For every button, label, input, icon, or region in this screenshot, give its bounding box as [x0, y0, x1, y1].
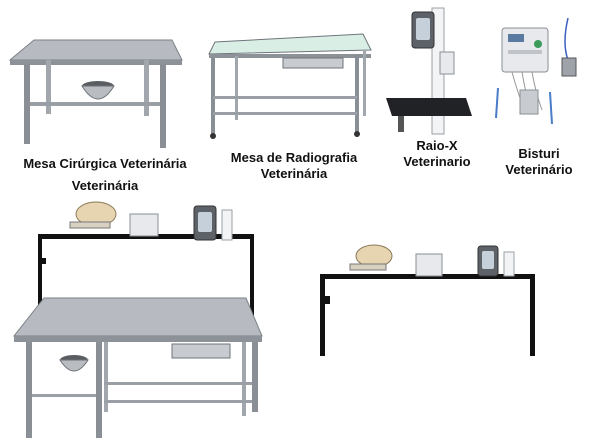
radiography-table-caption-line2: Veterinária: [260, 166, 328, 182]
xray-caption: Raio-X Veterinario: [392, 138, 482, 171]
xray-image: [386, 7, 472, 135]
radiography-table-drawing: [208, 33, 372, 139]
equipment-frame-image: [320, 244, 535, 356]
surgical-table-image: [8, 39, 183, 148]
surgical-station-image: [12, 201, 263, 438]
scalpel-caption-line2: Veterinário: [505, 162, 573, 174]
surgical-table-caption-line1: Mesa Cirúrgica Veterinária: [23, 156, 187, 171]
surgical-table-caption: Mesa Cirúrgica Veterinária Veterinária: [12, 156, 198, 195]
radiography-table-caption: Mesa de Radiografia Veterinária: [214, 150, 374, 183]
scalpel-caption: Bisturi Veterinário: [496, 146, 582, 174]
surgical-table-caption-line2: Veterinária: [71, 178, 139, 194]
xray-caption-line1: Raio-X: [416, 138, 458, 153]
xray-caption-line2: Veterinario: [403, 154, 471, 170]
scalpel-image: [495, 17, 577, 125]
scalpel-caption-line1: Bisturi: [518, 146, 560, 161]
radiography-table-caption-line1: Mesa de Radiografia: [230, 150, 358, 165]
